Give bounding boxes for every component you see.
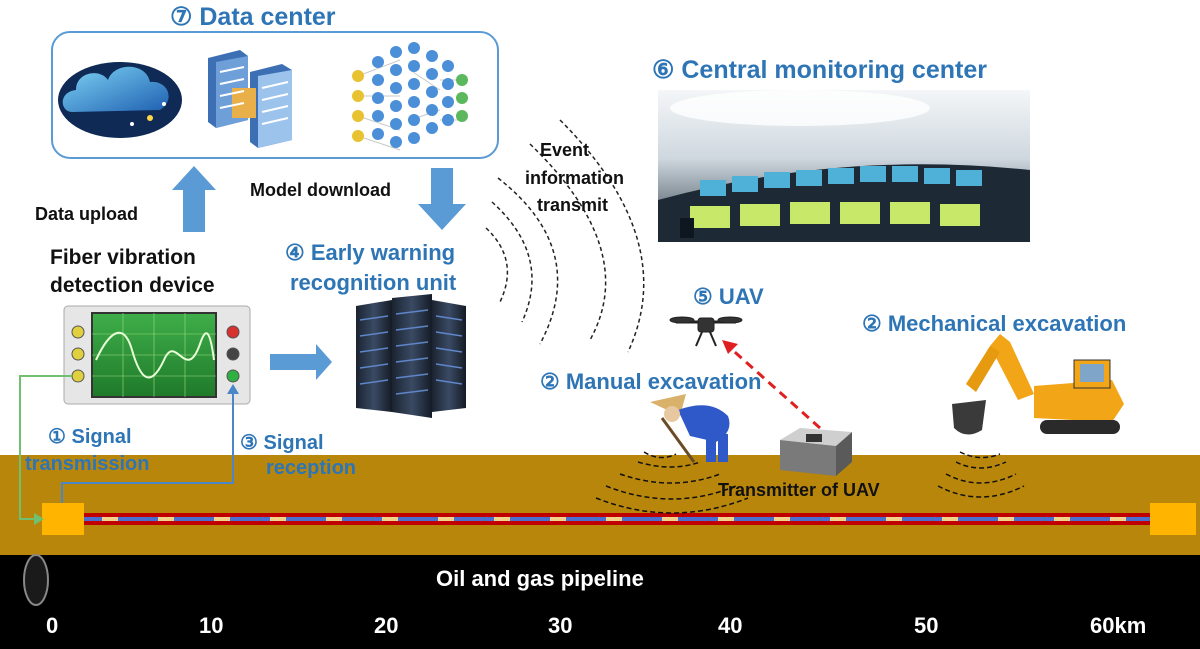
signal-waves — [485, 119, 645, 353]
server-rack-icon — [356, 294, 466, 418]
signal-reception-line — [61, 388, 234, 503]
excavator-icon — [952, 334, 1124, 435]
pipeline-label: Oil and gas pipeline — [436, 566, 644, 591]
signal-reception-label-line2: reception — [266, 457, 357, 479]
device-to-unit-arrow — [270, 344, 332, 380]
manual-excavation-label: ② Manual excavation — [540, 369, 762, 394]
cloud-icon — [58, 62, 182, 138]
data-upload-label: Data upload — [35, 204, 139, 224]
mechanical-excavation-label: ② Mechanical excavation — [862, 311, 1127, 336]
model-download-label: Model download — [250, 180, 391, 200]
uav-link-arrowhead — [722, 340, 738, 354]
signal-transmission-label-line2: transmission — [25, 453, 150, 475]
km-tick-30: 30 — [548, 613, 573, 638]
event-label-line3: transmit — [537, 195, 609, 215]
transmitter-box-icon — [780, 428, 852, 476]
signal-transmission-label-line1: ① Signal — [48, 426, 132, 448]
vibration-arcs — [595, 451, 1025, 514]
model-download-arrow — [418, 168, 466, 230]
pipeline — [23, 554, 1190, 606]
event-label-line1: Event — [540, 140, 590, 160]
km-tick-0: 0 — [46, 613, 59, 638]
central-monitoring-label: ⑥ Central monitoring center — [652, 56, 987, 84]
start-marker — [42, 503, 84, 535]
event-label-line2: information — [525, 168, 624, 188]
end-marker — [1150, 503, 1196, 535]
km-tick-40: 40 — [718, 613, 743, 638]
early-warning-label-line1: ④ Early warning — [285, 240, 456, 265]
km-tick-60: 60km — [1090, 613, 1147, 638]
server-icon — [208, 50, 292, 148]
signal-transmission-arrowhead — [34, 513, 44, 525]
data-center-label: ⑦ Data center — [170, 3, 336, 31]
transmitter-label: Transmitter of UAV — [718, 480, 880, 500]
signal-reception-arrowhead — [227, 384, 239, 394]
uav-link-dashed — [727, 344, 821, 430]
data-upload-arrow — [172, 166, 216, 232]
oscilloscope-device-icon — [63, 305, 251, 405]
km-tick-10: 10 — [199, 613, 224, 638]
neural-network-icon — [352, 42, 468, 151]
signal-transmission-line — [19, 375, 72, 520]
fiber-device-label-line1: Fiber vibration — [50, 246, 196, 269]
fiber-device-label-line2: detection device — [50, 274, 215, 297]
control-room-photo — [658, 90, 1030, 242]
km-tick-50: 50 — [914, 613, 939, 638]
km-tick-20: 20 — [374, 613, 399, 638]
early-warning-label-line2: recognition unit — [290, 270, 457, 295]
drone-icon — [669, 316, 743, 347]
fiber-cable — [62, 513, 1172, 525]
signal-reception-label-line1: ③ Signal — [240, 432, 324, 454]
soil-layer — [0, 455, 1200, 560]
worker-icon — [650, 394, 730, 463]
uav-label: ⑤ UAV — [693, 284, 764, 309]
